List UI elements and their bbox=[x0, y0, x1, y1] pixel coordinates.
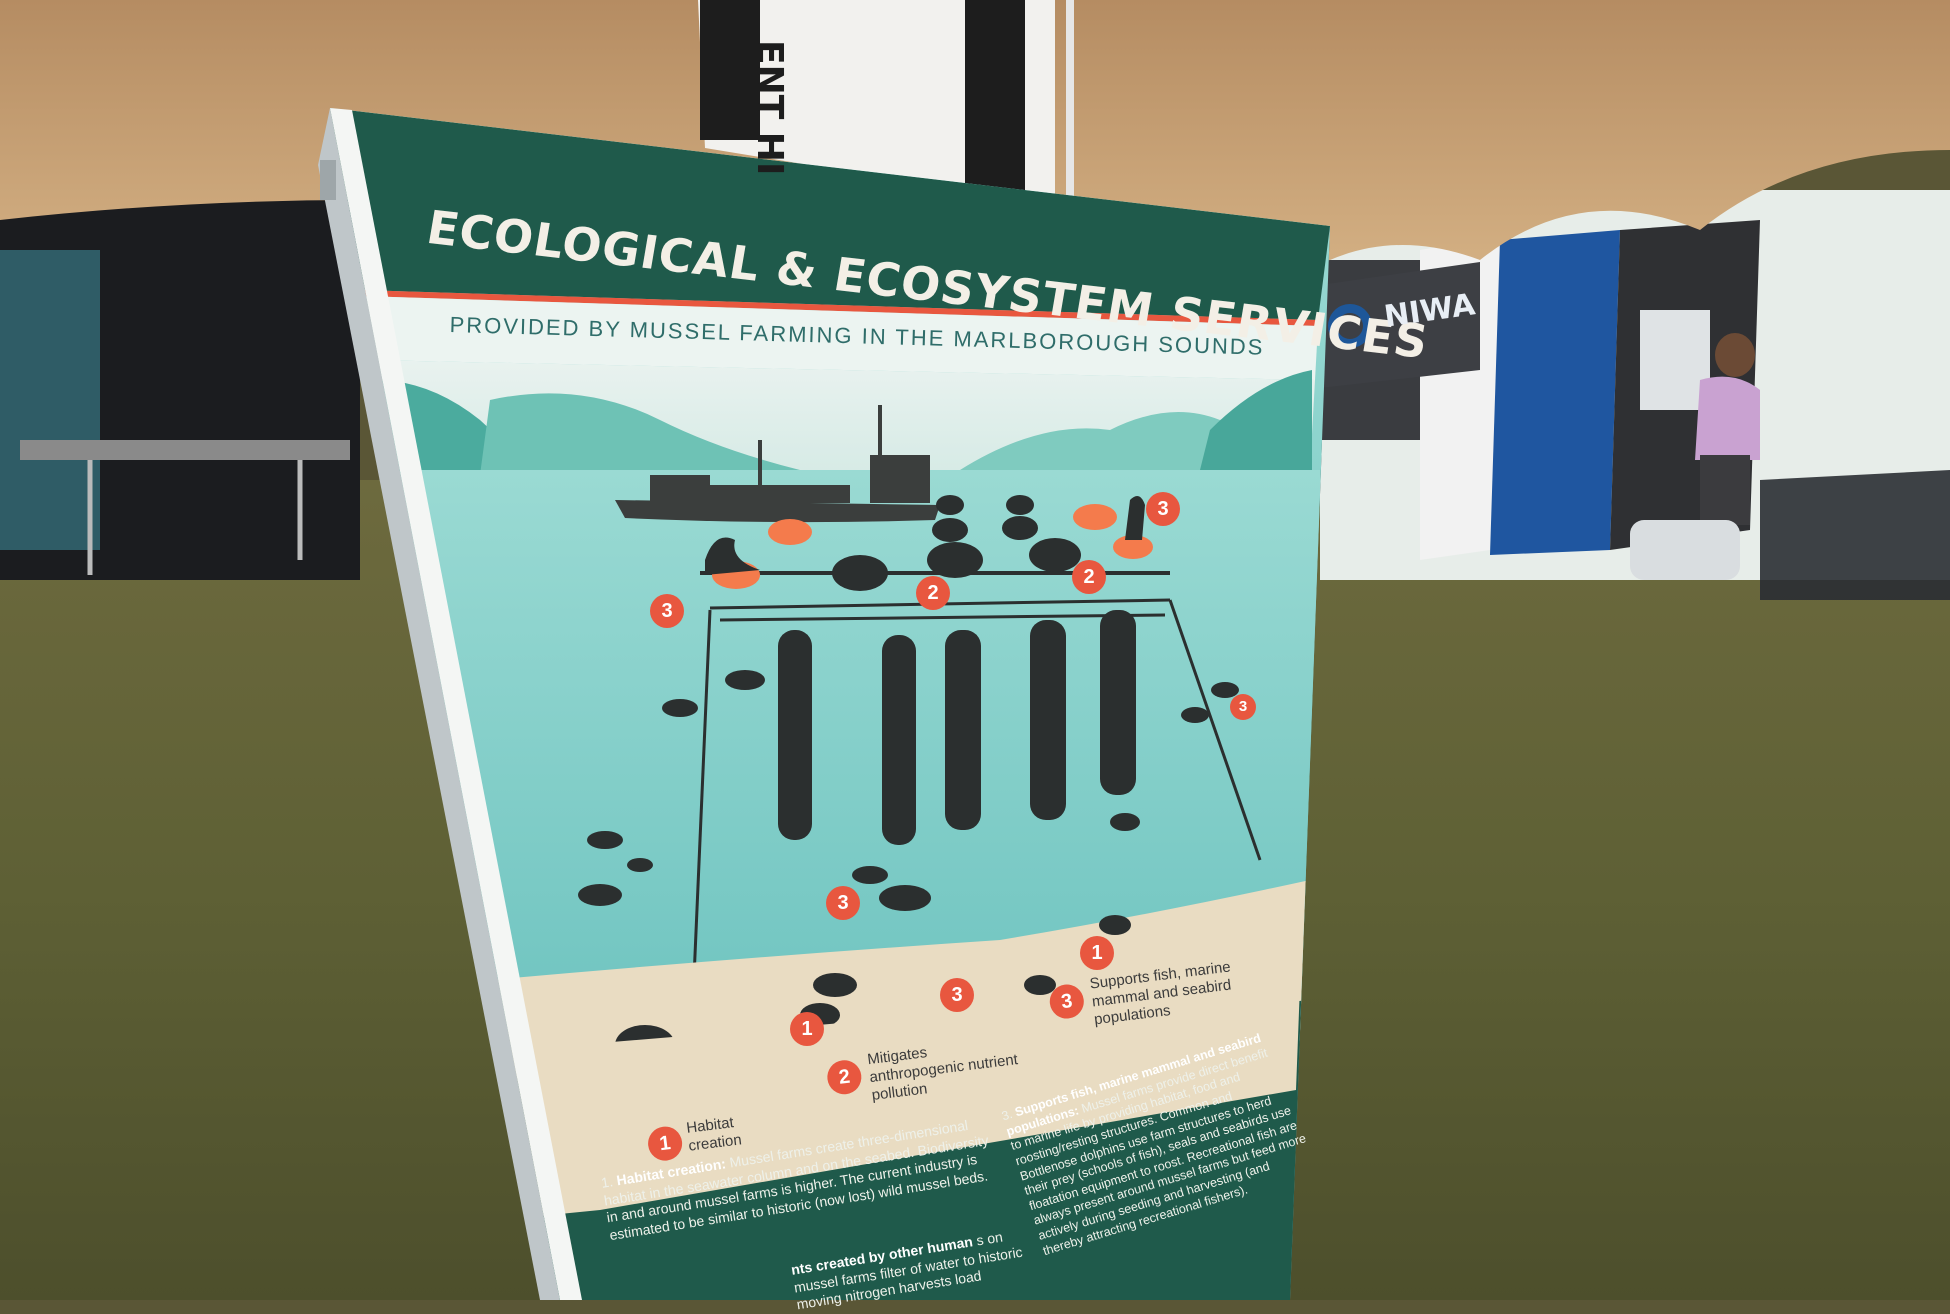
diagram-badge-1-b: 1 bbox=[1080, 936, 1114, 970]
diagram-badge-3-mid: 3 bbox=[826, 886, 860, 920]
seabird-silhouette bbox=[1125, 496, 1145, 540]
diagram-badge-3-far: 3 bbox=[1230, 694, 1256, 720]
diagram-badge-2-b: 2 bbox=[1072, 560, 1106, 594]
diagram-badge-3-right: 3 bbox=[1146, 492, 1180, 526]
booth-header bbox=[1320, 262, 1480, 388]
boat-silhouette bbox=[615, 405, 940, 523]
orange-floats bbox=[712, 504, 1153, 589]
legend-badge-1: 1 bbox=[646, 1124, 685, 1163]
legend-badge-2: 2 bbox=[825, 1058, 864, 1097]
mussel-ropes bbox=[778, 610, 1136, 845]
poster-header bbox=[330, 108, 1330, 320]
body-item-1-num: 1. bbox=[600, 1173, 615, 1191]
hills bbox=[375, 380, 610, 480]
diagram-badge-3-left: 3 bbox=[650, 594, 684, 628]
legend-badge-3: 3 bbox=[1047, 982, 1086, 1021]
poster-frame bbox=[318, 108, 560, 1300]
diagram-badge-3-seabed: 3 bbox=[940, 978, 974, 1012]
buoys bbox=[832, 495, 1081, 591]
top-banner-text: ENT HI bbox=[749, 40, 790, 176]
poster bbox=[330, 108, 1330, 1300]
legend-text-1: Habitat creation bbox=[685, 1114, 743, 1155]
person-head bbox=[1715, 333, 1755, 377]
legend-text-2: Mitigates anthropogenic nutrient polluti… bbox=[866, 1044, 1019, 1104]
diagram-badge-1-a: 1 bbox=[790, 1012, 824, 1046]
seal-silhouette bbox=[705, 537, 760, 575]
fish-silhouettes bbox=[578, 670, 1239, 911]
blue-banner bbox=[1490, 230, 1620, 555]
diagram-badge-2-a: 2 bbox=[916, 576, 950, 610]
